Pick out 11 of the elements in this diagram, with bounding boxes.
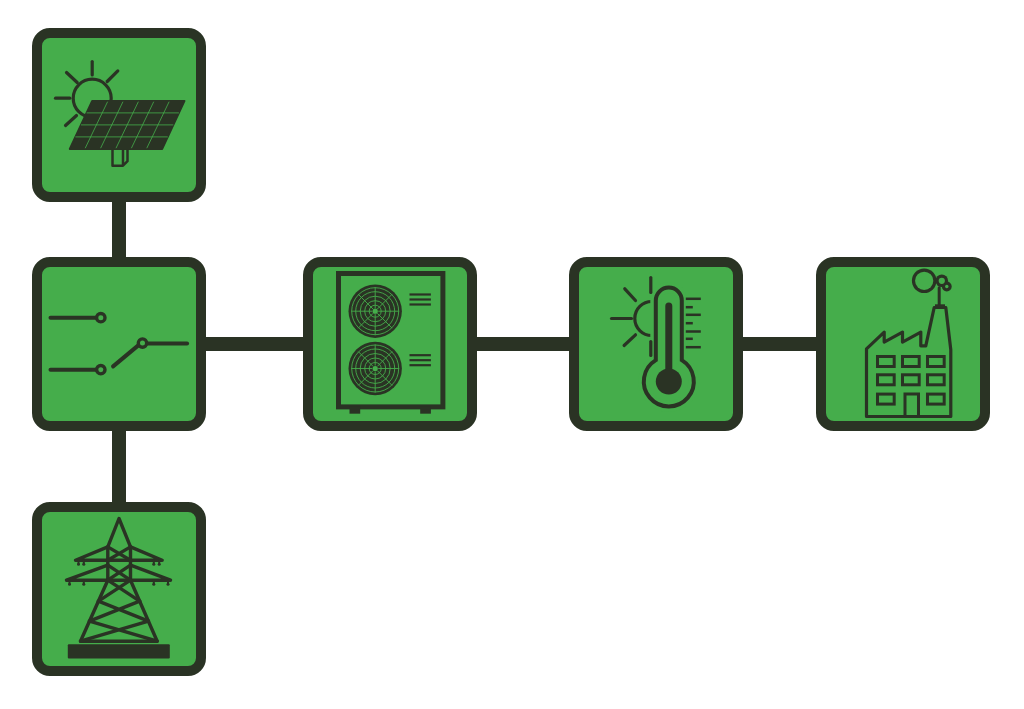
icon-tile: [816, 257, 990, 431]
connector-line: [112, 431, 126, 502]
icon-tile: [32, 28, 206, 202]
connector-line: [112, 202, 126, 257]
connector-line: [477, 337, 569, 351]
connector-line: [206, 337, 303, 351]
connector-line: [743, 337, 816, 351]
icon-tile: [32, 257, 206, 431]
icon-tile: [32, 502, 206, 676]
icon-tile: [569, 257, 743, 431]
icon-tile: [303, 257, 477, 431]
